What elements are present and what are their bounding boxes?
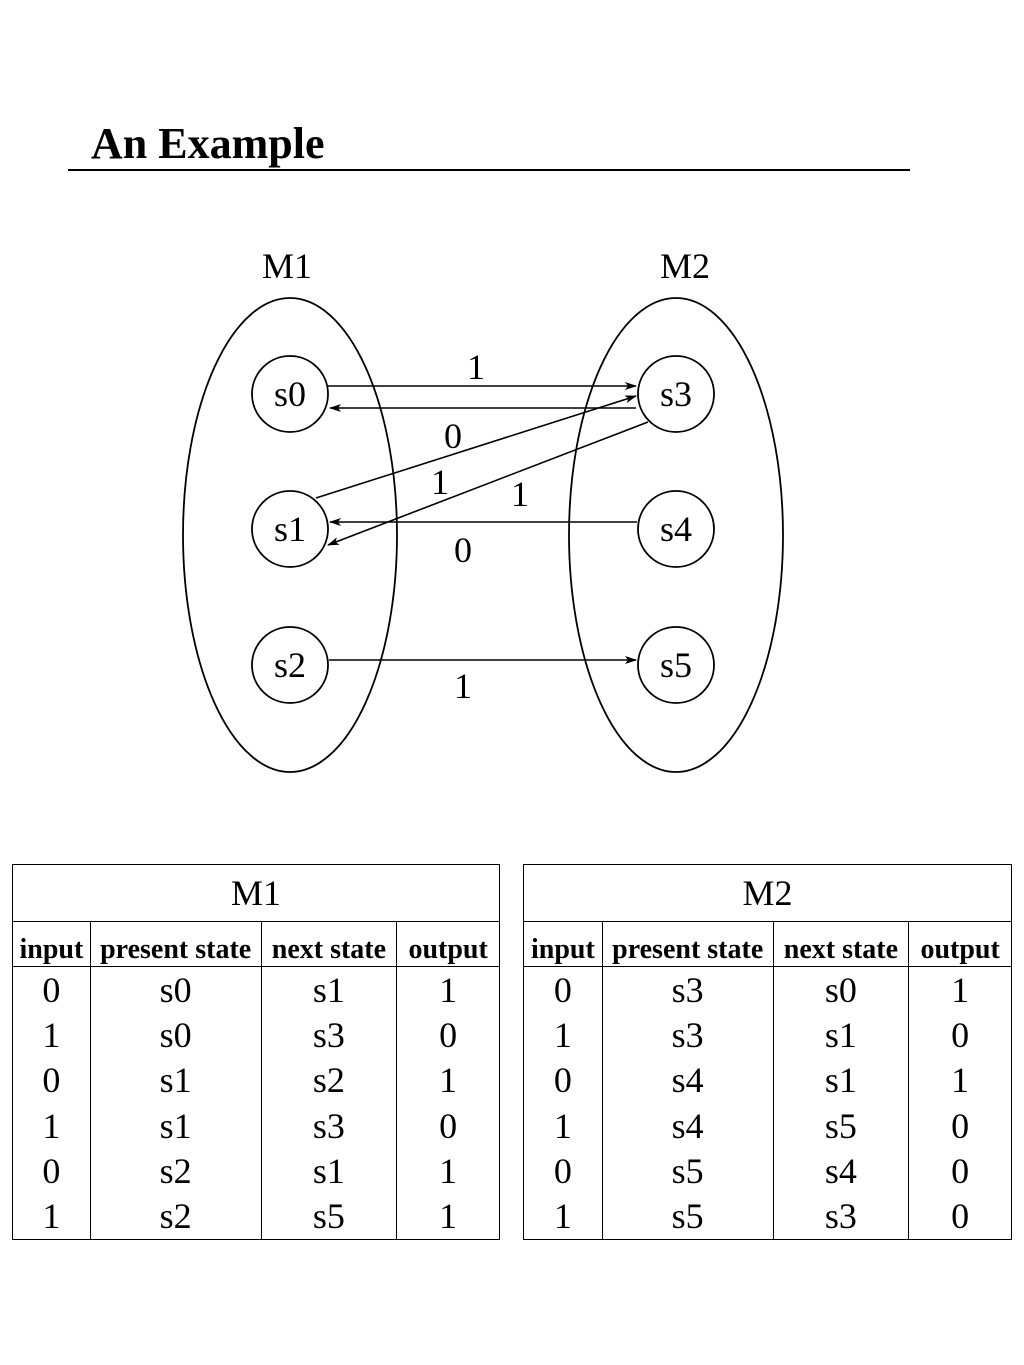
cell-next-state: s3 [260, 1012, 398, 1058]
cell-output: 1 [396, 1193, 500, 1240]
edge-s3-s1 [327, 421, 649, 546]
cell-next-state: s3 [260, 1102, 398, 1149]
cell-present-state: s1 [89, 1057, 262, 1103]
state-table-m1: M1 input present state next state output… [12, 864, 500, 1240]
state-diagram: M1 M2 1 0 1 1 0 1 s0 s1 s2 s3 s4 s5 [182, 246, 784, 773]
machine-m1-label: M1 [262, 246, 312, 286]
state-table-m2: M2 input present state next state output… [523, 864, 1012, 1240]
cell-present-state: s1 [89, 1102, 262, 1149]
cell-output: 0 [396, 1012, 500, 1058]
cell-input: 1 [523, 1102, 603, 1149]
cell-output: 1 [396, 1057, 500, 1103]
cell-input: 1 [12, 1102, 91, 1149]
cell-input: 0 [12, 1057, 91, 1103]
cell-input: 1 [523, 1012, 603, 1058]
cell-next-state: s1 [772, 1057, 910, 1103]
cell-next-state: s1 [260, 966, 398, 1013]
cell-next-state: s1 [772, 1012, 910, 1058]
state-s4: s4 [637, 490, 715, 568]
cell-output: 0 [908, 1193, 1012, 1240]
cell-present-state: s3 [601, 1012, 774, 1058]
state-s5: s5 [637, 626, 715, 704]
table-caption: M1 [12, 864, 500, 922]
column-header-input: input [523, 921, 603, 967]
cell-present-state: s4 [601, 1102, 774, 1149]
cell-present-state: s4 [601, 1057, 774, 1103]
edge-label-s3-s0: 0 [444, 416, 462, 456]
cell-input: 1 [523, 1193, 603, 1240]
cell-output: 0 [908, 1102, 1012, 1149]
svg-text:s0: s0 [274, 374, 306, 414]
cell-present-state: s5 [601, 1193, 774, 1240]
edge-label-s4-s1: 0 [454, 530, 472, 570]
cell-input: 0 [523, 966, 603, 1013]
cell-output: 0 [908, 1148, 1012, 1194]
page-title: An Example [91, 119, 325, 168]
cell-output: 1 [908, 1057, 1012, 1103]
cell-input: 0 [523, 1148, 603, 1194]
cell-present-state: s2 [89, 1148, 262, 1194]
cell-next-state: s0 [772, 966, 910, 1013]
machine-m1-boundary [182, 297, 398, 773]
cell-input: 0 [12, 966, 91, 1013]
machine-m2-label: M2 [660, 246, 710, 286]
cell-present-state: s0 [89, 1012, 262, 1058]
cell-output: 0 [396, 1102, 500, 1149]
cell-present-state: s2 [89, 1193, 262, 1240]
edge-label-s3-s1: 1 [511, 474, 529, 514]
cell-output: 1 [908, 966, 1012, 1013]
cell-output: 0 [908, 1012, 1012, 1058]
cell-input: 0 [12, 1148, 91, 1194]
cell-next-state: s4 [772, 1148, 910, 1194]
cell-input: 1 [12, 1193, 91, 1240]
cell-output: 1 [396, 1148, 500, 1194]
edge-label-s1-s3: 1 [431, 462, 449, 502]
column-header-present-state: present state [89, 921, 262, 967]
title-divider [68, 169, 910, 171]
column-header-output: output [908, 921, 1012, 967]
cell-present-state: s0 [89, 966, 262, 1013]
state-s1: s1 [251, 490, 329, 568]
state-s0: s0 [251, 355, 329, 433]
cell-next-state: s5 [772, 1102, 910, 1149]
edge-label-s2-s5: 1 [454, 666, 472, 706]
table-caption: M2 [523, 864, 1012, 922]
column-header-next-state: next state [772, 921, 910, 967]
cell-input: 0 [523, 1057, 603, 1103]
edge-s1-s3 [315, 395, 637, 499]
cell-present-state: s5 [601, 1148, 774, 1194]
svg-text:s2: s2 [274, 645, 306, 685]
svg-text:s5: s5 [660, 645, 692, 685]
column-header-next-state: next state [260, 921, 398, 967]
cell-present-state: s3 [601, 966, 774, 1013]
cell-input: 1 [12, 1012, 91, 1058]
cell-next-state: s2 [260, 1057, 398, 1103]
edge-label-s0-s3: 1 [467, 347, 485, 387]
column-header-input: input [12, 921, 91, 967]
svg-text:s4: s4 [660, 509, 692, 549]
column-header-present-state: present state [601, 921, 774, 967]
svg-text:s1: s1 [274, 509, 306, 549]
svg-text:s3: s3 [660, 374, 692, 414]
cell-output: 1 [396, 966, 500, 1013]
state-s2: s2 [251, 626, 329, 704]
column-header-output: output [396, 921, 500, 967]
cell-next-state: s3 [772, 1193, 910, 1240]
cell-next-state: s5 [260, 1193, 398, 1240]
state-s3: s3 [637, 355, 715, 433]
machine-m2-boundary [568, 297, 784, 773]
cell-next-state: s1 [260, 1148, 398, 1194]
